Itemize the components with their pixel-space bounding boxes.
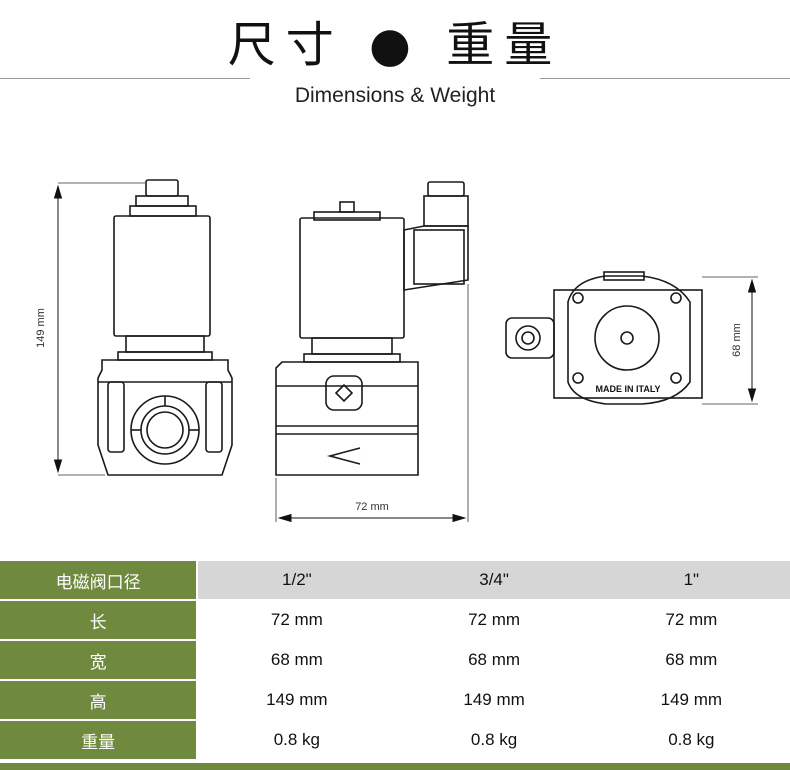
row-value: 68 mm bbox=[395, 640, 593, 680]
row-value: 72 mm bbox=[395, 600, 593, 640]
table-row: 重量 0.8 kg 0.8 kg 0.8 kg bbox=[0, 720, 790, 760]
table-row: 宽 68 mm 68 mm 68 mm bbox=[0, 640, 790, 680]
row-value: 68 mm bbox=[198, 640, 396, 680]
footer-bar bbox=[0, 763, 790, 770]
length-dimension bbox=[275, 284, 469, 523]
width-label: 68 mm bbox=[731, 323, 743, 357]
header-size: 3/4" bbox=[395, 561, 593, 600]
header: 尺寸 ● 重量 Dimensions & Weight bbox=[0, 0, 790, 120]
row-label: 宽 bbox=[0, 640, 197, 680]
table-header-row: 电磁阀口径 1/2" 3/4" 1" bbox=[0, 561, 790, 600]
row-value: 68 mm bbox=[592, 640, 790, 680]
row-label: 长 bbox=[0, 600, 197, 640]
row-value: 149 mm bbox=[395, 680, 593, 720]
page-subtitle: Dimensions & Weight bbox=[294, 84, 496, 107]
front-view bbox=[97, 179, 233, 476]
width-dimension bbox=[702, 276, 758, 405]
header-label: 电磁阀口径 bbox=[0, 561, 197, 600]
top-view bbox=[505, 271, 703, 405]
row-value: 0.8 kg bbox=[395, 720, 593, 760]
dimension-drawing: 149 mm 72 mm bbox=[35, 179, 758, 523]
header-size: 1/2" bbox=[198, 561, 396, 600]
height-label: 149 mm bbox=[35, 308, 47, 348]
row-value: 72 mm bbox=[592, 600, 790, 640]
row-value: 0.8 kg bbox=[198, 720, 396, 760]
side-view bbox=[275, 181, 469, 476]
title-rule-left bbox=[0, 78, 250, 79]
row-value: 149 mm bbox=[592, 680, 790, 720]
row-value: 0.8 kg bbox=[592, 720, 790, 760]
row-value: 72 mm bbox=[198, 600, 396, 640]
nameplate-label: MADE IN ITALY bbox=[595, 384, 660, 394]
table-row: 长 72 mm 72 mm 72 mm bbox=[0, 600, 790, 640]
table-row: 高 149 mm 149 mm 149 mm bbox=[0, 680, 790, 720]
spec-table: 电磁阀口径 1/2" 3/4" 1" 长 72 mm 72 mm 72 mm 宽… bbox=[0, 561, 790, 761]
header-size: 1" bbox=[592, 561, 790, 600]
length-label: 72 mm bbox=[355, 501, 389, 513]
page-title: 尺寸 ● 重量 bbox=[227, 17, 563, 73]
height-dimension bbox=[53, 182, 145, 476]
row-label: 重量 bbox=[0, 720, 197, 760]
row-value: 149 mm bbox=[198, 680, 396, 720]
title-rule-right bbox=[540, 78, 790, 79]
row-label: 高 bbox=[0, 680, 197, 720]
